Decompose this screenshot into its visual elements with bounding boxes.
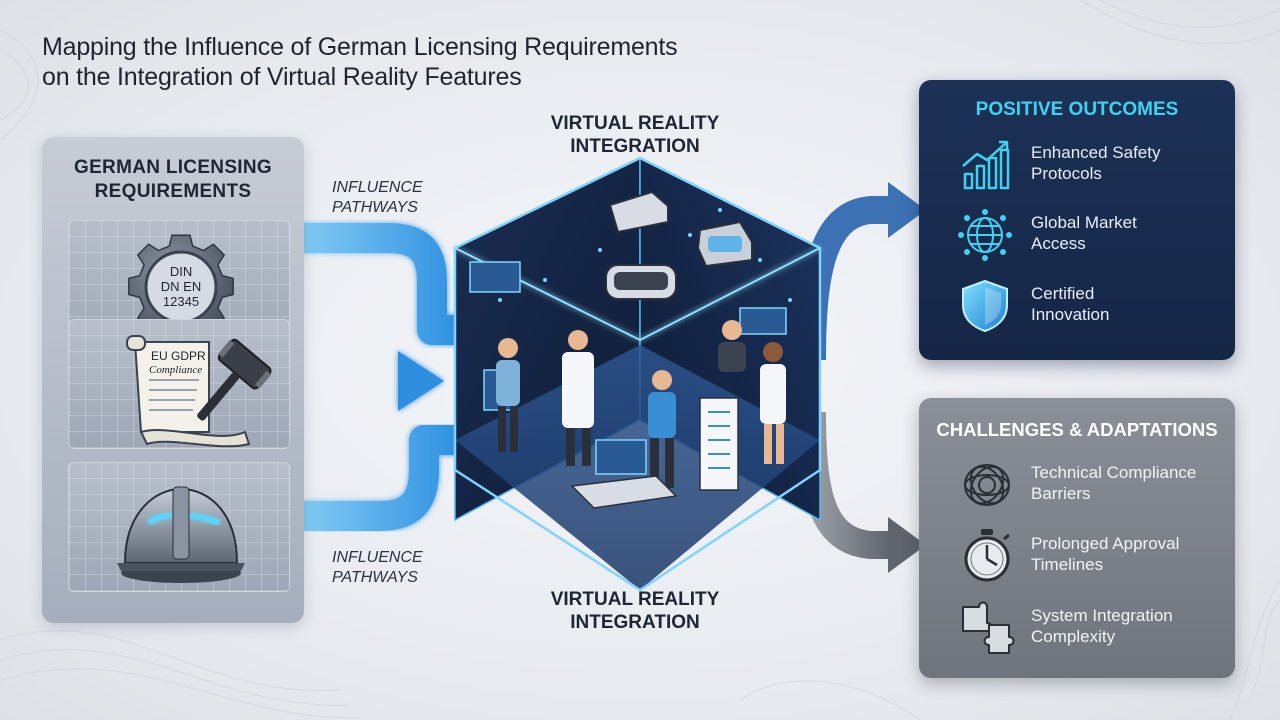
positive-item-innovation: Certified Innovation: [957, 279, 1227, 339]
positive-item-market-line-2: Access: [1031, 234, 1086, 253]
influence-pathways-label-top: INFLUENCE PATHWAYS: [332, 178, 423, 218]
positive-item-safety: Enhanced Safety Protocols: [957, 138, 1227, 198]
positive-item-market-line-1: Global Market: [1031, 213, 1137, 232]
challenge-item-timelines: Prolonged Approval Timelines: [957, 529, 1227, 589]
gdpr-compliance-card: EU GDPR Compliance: [68, 319, 290, 449]
page-title-line-2: on the Integration of Virtual Reality Fe…: [42, 63, 522, 91]
stopwatch-icon: [964, 529, 1010, 582]
vr-integration-label-bottom: VIRTUAL REALITY INTEGRATION: [520, 588, 750, 634]
german-licensing-title: GERMAN LICENSING REQUIREMENTS: [42, 156, 304, 204]
challenge-item-barriers: Technical Compliance Barriers: [957, 458, 1227, 518]
positive-item-innovation-line-2: Innovation: [1031, 305, 1110, 324]
shield-icon: [962, 279, 1008, 333]
puzzle-icon: [962, 601, 1015, 654]
growth-chart-icon: [962, 140, 1010, 190]
influence-pathways-bottom-line-1: INFLUENCE: [332, 549, 423, 566]
german-licensing-panel: GERMAN LICENSING REQUIREMENTS DIN DN EN …: [42, 137, 304, 623]
safety-helmet-card: [68, 462, 290, 592]
challenge-item-complexity-line-1: System Integration: [1031, 606, 1173, 625]
challenge-item-complexity: System Integration Complexity: [957, 601, 1227, 661]
positive-item-safety-line-1: Enhanced Safety: [1031, 143, 1161, 162]
influence-pathways-top-line-2: PATHWAYS: [332, 199, 418, 216]
vr-integration-top-line-2: INTEGRATION: [570, 136, 700, 157]
german-licensing-title-line-2: REQUIREMENTS: [94, 181, 252, 202]
german-licensing-title-line-1: GERMAN LICENSING: [74, 157, 272, 178]
din-label-line-1: DIN: [170, 264, 192, 279]
din-label-line-3: 12345: [163, 294, 199, 309]
vr-integration-top-line-1: VIRTUAL REALITY: [550, 113, 720, 134]
safety-helmet-icon: [117, 486, 245, 583]
vr-integration-bottom-line-2: INTEGRATION: [570, 612, 700, 633]
gdpr-label-line-1: EU GDPR: [151, 349, 206, 363]
tangled-knot-icon: [964, 464, 1010, 506]
influence-pathways-top-line-1: INFLUENCE: [332, 179, 423, 196]
page-title-line-1: Mapping the Influence of German Licensin…: [42, 33, 678, 61]
globe-network-icon: [958, 209, 1012, 261]
positive-item-safety-line-2: Protocols: [1031, 164, 1102, 183]
positive-item-innovation-line-1: Certified: [1031, 284, 1095, 303]
challenge-item-barriers-line-1: Technical Compliance: [1031, 463, 1197, 482]
page-title: Mapping the Influence of German Licensin…: [42, 32, 822, 92]
positive-item-market: Global Market Access: [957, 208, 1227, 268]
gdpr-label-line-2: Compliance: [149, 364, 202, 376]
vr-integration-label-top: VIRTUAL REALITY INTEGRATION: [520, 112, 750, 158]
din-label-line-2: DN EN: [161, 279, 201, 294]
positive-outcomes-title: POSITIVE OUTCOMES: [975, 99, 1179, 120]
gavel-scroll-icon: EU GDPR Compliance: [126, 335, 272, 448]
challenge-item-barriers-line-2: Barriers: [1031, 484, 1091, 503]
positive-outcomes-panel: POSITIVE OUTCOMES Enhanced Safety Protoc…: [919, 80, 1235, 360]
challenges-panel: CHALLENGES & ADAPTATIONS Technical Compl…: [919, 398, 1235, 678]
challenge-item-timelines-line-1: Prolonged Approval: [1031, 534, 1180, 553]
vr-integration-bottom-line-1: VIRTUAL REALITY: [550, 589, 720, 610]
challenge-item-timelines-line-2: Timelines: [1031, 555, 1104, 574]
challenge-item-complexity-line-2: Complexity: [1031, 627, 1116, 646]
influence-pathways-bottom-line-2: PATHWAYS: [332, 569, 418, 586]
challenges-title: CHALLENGES & ADAPTATIONS: [936, 419, 1218, 440]
influence-pathways-label-bottom: INFLUENCE PATHWAYS: [332, 548, 423, 588]
